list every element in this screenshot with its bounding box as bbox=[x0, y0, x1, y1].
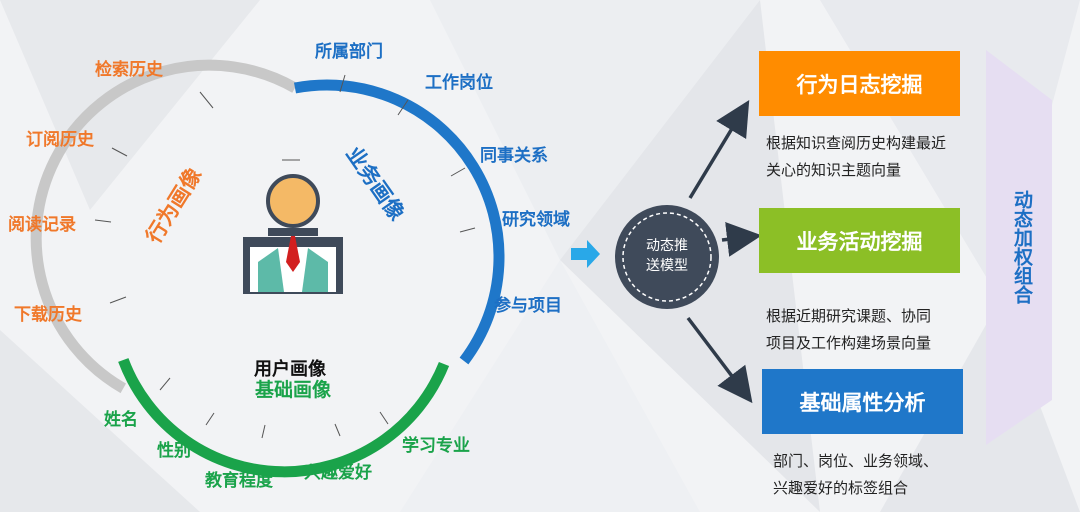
card-desc-line: 根据知识查阅历史构建最近 bbox=[766, 134, 947, 152]
basic-attribute-desc: 部门、岗位、业务领域、 兴趣爱好的标签组合 bbox=[773, 448, 938, 502]
business-item: 所属部门 bbox=[315, 42, 383, 62]
basic-item: 兴趣爱好 bbox=[304, 463, 372, 483]
business-item: 研究领域 bbox=[502, 210, 570, 230]
model-circle bbox=[615, 205, 719, 309]
behavior-item: 阅读记录 bbox=[8, 215, 76, 235]
behavior-log-card: 行为日志挖掘 bbox=[759, 51, 960, 116]
model-label: 动态推 送模型 bbox=[627, 236, 707, 276]
arrow-to-behavior-card bbox=[688, 100, 750, 199]
behavior-item: 订阅历史 bbox=[26, 130, 94, 150]
combine-arrow-shape bbox=[986, 50, 1052, 445]
card-desc-line: 项目及工作构建场景向量 bbox=[766, 334, 932, 352]
model-label-line: 送模型 bbox=[646, 258, 688, 274]
basic-ring-arc bbox=[118, 358, 450, 478]
arrow-to-basic-card bbox=[686, 316, 753, 404]
card-title: 业务活动挖掘 bbox=[796, 229, 923, 254]
basic-item: 性别 bbox=[157, 441, 191, 461]
arrow-to-business-card bbox=[721, 222, 762, 257]
card-title: 行为日志挖掘 bbox=[796, 72, 923, 97]
business-item: 参与项目 bbox=[494, 296, 562, 316]
business-item: 同事关系 bbox=[480, 146, 548, 166]
behavior-item: 检索历史 bbox=[95, 60, 163, 80]
basic-attribute-card: 基础属性分析 bbox=[762, 369, 963, 434]
basic-item: 学习专业 bbox=[402, 436, 470, 456]
basic-item: 教育程度 bbox=[205, 471, 273, 491]
card-desc-line: 兴趣爱好的标签组合 bbox=[773, 479, 909, 497]
card-desc-line: 部门、岗位、业务领域、 bbox=[773, 452, 939, 470]
model-label-line: 动态推 bbox=[646, 238, 688, 254]
basic-item: 姓名 bbox=[104, 410, 138, 430]
combine-label: 动态加权组合 bbox=[1011, 190, 1033, 304]
business-ring-arc bbox=[293, 79, 505, 365]
card-desc-line: 关心的知识主题向量 bbox=[766, 161, 902, 179]
business-activity-desc: 根据近期研究课题、协同 项目及工作构建场景向量 bbox=[766, 303, 931, 357]
business-activity-card: 业务活动挖掘 bbox=[759, 208, 960, 273]
behavior-item: 下载历史 bbox=[14, 305, 82, 325]
user-avatar-icon bbox=[243, 174, 343, 294]
card-desc-line: 根据近期研究课题、协同 bbox=[766, 307, 932, 325]
behavior-ring-arc bbox=[30, 59, 298, 394]
user-profile-title: 用户画像 bbox=[254, 359, 326, 380]
card-title: 基础属性分析 bbox=[799, 390, 926, 415]
behavior-log-desc: 根据知识查阅历史构建最近 关心的知识主题向量 bbox=[766, 130, 946, 184]
right-arrow-icon bbox=[571, 240, 600, 268]
ring-ticks bbox=[94, 74, 476, 439]
basic-profile-title: 基础画像 bbox=[255, 379, 332, 401]
business-item: 工作岗位 bbox=[425, 73, 493, 93]
